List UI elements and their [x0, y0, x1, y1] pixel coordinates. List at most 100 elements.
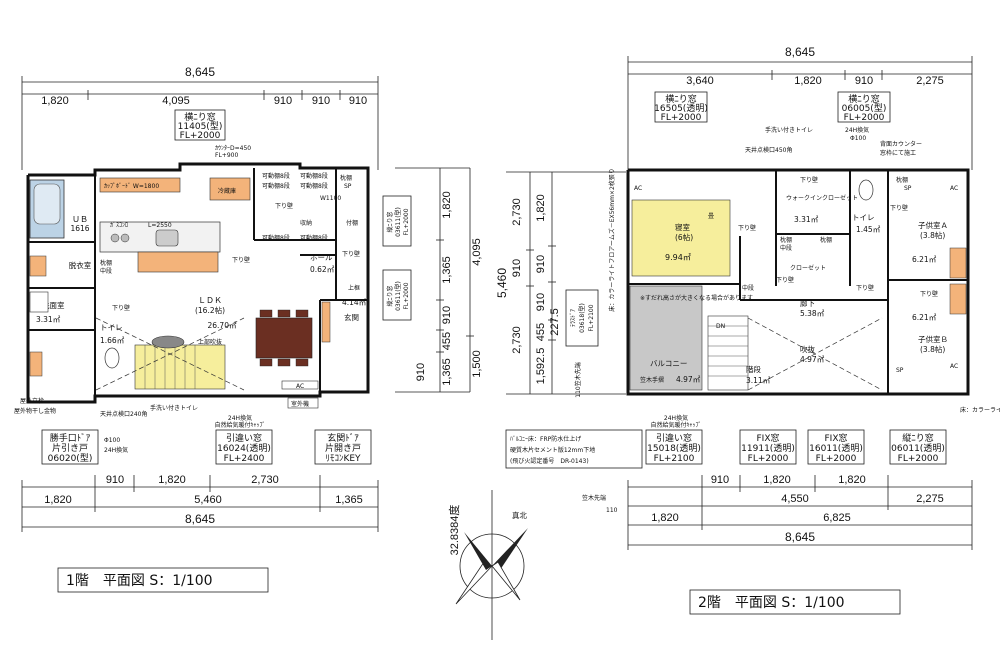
f2-dim-top-2: 910 — [855, 75, 873, 87]
f1-bd1-code: 06020(型) — [48, 453, 93, 464]
f1-bd2-type: 玄関ﾄﾞｱ — [327, 432, 359, 444]
f2-ac3: AC — [950, 363, 958, 370]
f2-dn: DN — [716, 323, 725, 330]
f2-kudari-1: 下り壁 — [738, 224, 756, 232]
f1-dim-b1-1: 1,820 — [158, 474, 186, 486]
f1-makura: 枕棚 — [340, 174, 352, 182]
f1-kudari-2: 下り壁 — [232, 256, 250, 264]
f2-dim-left2-0: 1,820 — [535, 194, 547, 222]
f2-kodomoB: 子供室Ｂ — [918, 334, 948, 344]
f1-vent1-a: Φ100 — [104, 437, 120, 444]
f1-kudari-4: 下り壁 — [342, 250, 360, 258]
f1-kadou-5: 可動棚8段 — [262, 234, 290, 242]
f2-fukinuke: 吹抜 — [800, 344, 815, 354]
f1-ldk-jo: (16.2帖) — [195, 305, 225, 315]
f2-dim-left-2: 2,730 — [511, 326, 523, 354]
f2-rouka: 廊下 — [800, 298, 815, 308]
f2-right-note: 床：カラーライトフロ — [960, 406, 1000, 414]
f1-ldk-area: 26.70㎡ — [208, 321, 237, 330]
f2-title: 2階 平面図 S：1/100 — [698, 595, 845, 611]
f1-dim-right-4: 1,365 — [441, 358, 453, 386]
f2-lw-fl: FL+2100 — [588, 304, 595, 331]
f2-dim-left-b-0: 1,592.5 — [535, 348, 547, 385]
f1-genkan: 玄関 — [344, 312, 359, 322]
f1-dining-table — [255, 317, 313, 359]
floor1-plan: 8,645 1,820 4,095 910 910 910 横ﾆり窓 11405… — [14, 65, 483, 593]
f2-kaidan: 階段 — [746, 364, 761, 374]
f1-dim-right-3: 455 — [441, 332, 453, 350]
f2-tw1-type: 横ﾆり窓 — [665, 93, 697, 105]
f1-dim-right-1: 1,365 — [441, 256, 453, 284]
f1-l2550: L=2550 — [148, 222, 172, 229]
f2-dim-left2-3: 455 — [535, 323, 547, 341]
f2-sp-1: SP — [904, 185, 912, 192]
f1-dim-top-3: 910 — [312, 95, 330, 107]
f1-bw-fl: FL+2400 — [224, 454, 265, 464]
f2-left-note: 床：カラーライトフロアームズ－EX56mm×2枚張り — [608, 168, 616, 312]
f1-vent1-b: 24H換気 — [104, 446, 128, 454]
f2-balcony-note-0: ﾊﾞﾙｺﾆｰ床：FRP防水仕上げ — [510, 435, 581, 443]
f2-dim-b1-0: 910 — [711, 474, 729, 486]
f2-dim-left2-1: 910 — [535, 255, 547, 273]
f1-dim-right2-1: 1,500 — [471, 350, 483, 378]
f2-bedroom-floor — [631, 199, 731, 277]
f2-tw2-fl: FL+2000 — [844, 113, 885, 123]
f1-makura2: 枕棚 — [100, 259, 112, 267]
f2-dim-b1-2: 1,820 — [838, 474, 866, 486]
f1-tearai: 手洗い付きトイレ — [150, 404, 198, 412]
floor2-plan: 8,645 3,640 1,820 910 2,275 横ﾆり窓 16505(透… — [495, 45, 1000, 615]
f2-makura-3: 枕棚 — [820, 236, 832, 244]
f1-ub-size: 1616 — [70, 224, 89, 233]
f2-kasagi: 笠木先端 — [582, 494, 606, 502]
f1-dim-b1-2: 2,730 — [251, 474, 279, 486]
f1-shitsugaiki: 室外機 — [291, 400, 309, 408]
f1-dim-right2-0: 4,095 — [471, 238, 483, 266]
f2-vent-b: 自然給気暖付ｷｬｯﾌﾟ — [650, 421, 701, 429]
f1-counter-note-1: ｶｳﾝﾀｰD=450 — [215, 145, 251, 152]
f2-kasagi-110: 110 — [606, 507, 618, 514]
f2-toilet-area: 1.45㎡ — [856, 225, 881, 234]
f2-note-3: 天井点検口450角 — [745, 146, 792, 154]
f2-kodomoB-jo: (3.8帖) — [920, 344, 945, 354]
f1-okugai-hoshi: 屋外物干し金物 — [14, 407, 56, 415]
f2-tw2-code: 06005(型) — [842, 103, 887, 114]
f1-kadou-2: 可動棚8段 — [300, 172, 328, 180]
f2-makura-2: 枕棚 — [896, 176, 908, 184]
f2-dim-left-0: 2,730 — [511, 198, 523, 226]
f2-bw4-type: 縦ﾆり窓 — [902, 432, 934, 444]
f1-toilet: トイレ — [100, 323, 123, 332]
f2-balcony-note-1: 硬質木片セメント版12mm下地 — [510, 446, 595, 454]
f2-ac1: AC — [634, 185, 642, 192]
f1-dim-top-1: 4,095 — [162, 95, 190, 107]
f1-vent2-b: 自然給気暖付ｷｬｯﾌﾟ — [214, 421, 265, 429]
f2-dim-b1-1: 1,820 — [763, 474, 791, 486]
f1-fukinuke: 上部吹抜 — [198, 338, 222, 346]
f1-counter-note-2: FL+900 — [215, 152, 238, 159]
f1-dim-top-0: 1,820 — [41, 95, 69, 107]
f2-dim-top-0: 3,640 — [686, 75, 714, 87]
f1-stairs — [134, 344, 226, 390]
f1-top-window-box — [174, 109, 226, 141]
f2-dim-top-1: 1,820 — [794, 75, 822, 87]
f2-note-1: 24H換気 — [845, 126, 869, 134]
f1-cupboard-label: ｶｯﾌﾟﾎﾞｰﾄﾞ W=1800 — [104, 183, 159, 190]
f2-dim-b2-1: 2,275 — [916, 493, 944, 505]
f2-note-4: 背面カウンター — [880, 140, 922, 148]
f1-vent2-a: 24H換気 — [228, 414, 252, 422]
f2-kudari-2: 下り壁 — [800, 176, 818, 184]
f2-dim-top-3: 2,275 — [916, 75, 944, 87]
f2-ac2: AC — [950, 185, 958, 192]
f2-rouka-area: 5.38㎡ — [800, 309, 825, 318]
f1-dim-right-2: 910 — [441, 306, 453, 324]
f2-dim-bottom-total: 8,645 — [785, 530, 815, 544]
f2-note-2: Φ100 — [850, 135, 866, 142]
f2-balcony-area: 4.97㎡ — [676, 375, 701, 384]
f1-dim-b1-0: 910 — [106, 474, 124, 486]
f1-rw1-fl: FL+2000 — [403, 208, 410, 235]
f1-dim-b2-2: 1,365 — [335, 494, 363, 506]
f2-balcony-warn: ※すだれ高さが大きくなる場合があります — [640, 294, 753, 302]
f1-ac: AC — [296, 383, 304, 390]
f1-kadou-4: 可動棚8段 — [300, 182, 328, 190]
f2-kasagi-left: 110笠木先端 — [574, 362, 582, 397]
